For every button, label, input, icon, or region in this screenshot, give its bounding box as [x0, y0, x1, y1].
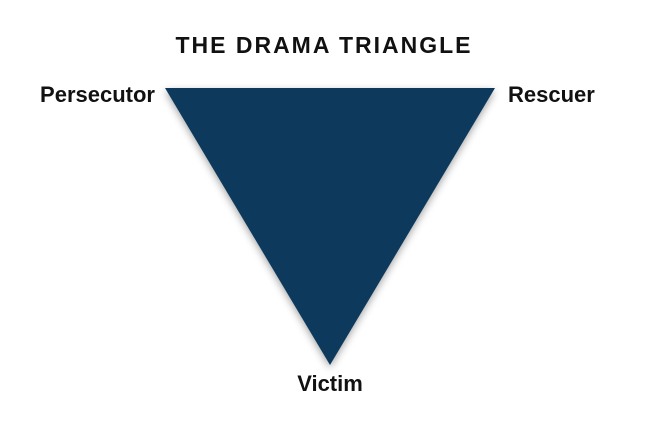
label-persecutor: Persecutor [40, 82, 155, 107]
label-rescuer: Rescuer [508, 82, 595, 107]
label-victim: Victim [297, 371, 363, 396]
triangle-polygon [165, 88, 495, 365]
inverted-triangle-shape [165, 88, 495, 365]
diagram-title: THE DRAMA TRIANGLE [175, 32, 473, 58]
